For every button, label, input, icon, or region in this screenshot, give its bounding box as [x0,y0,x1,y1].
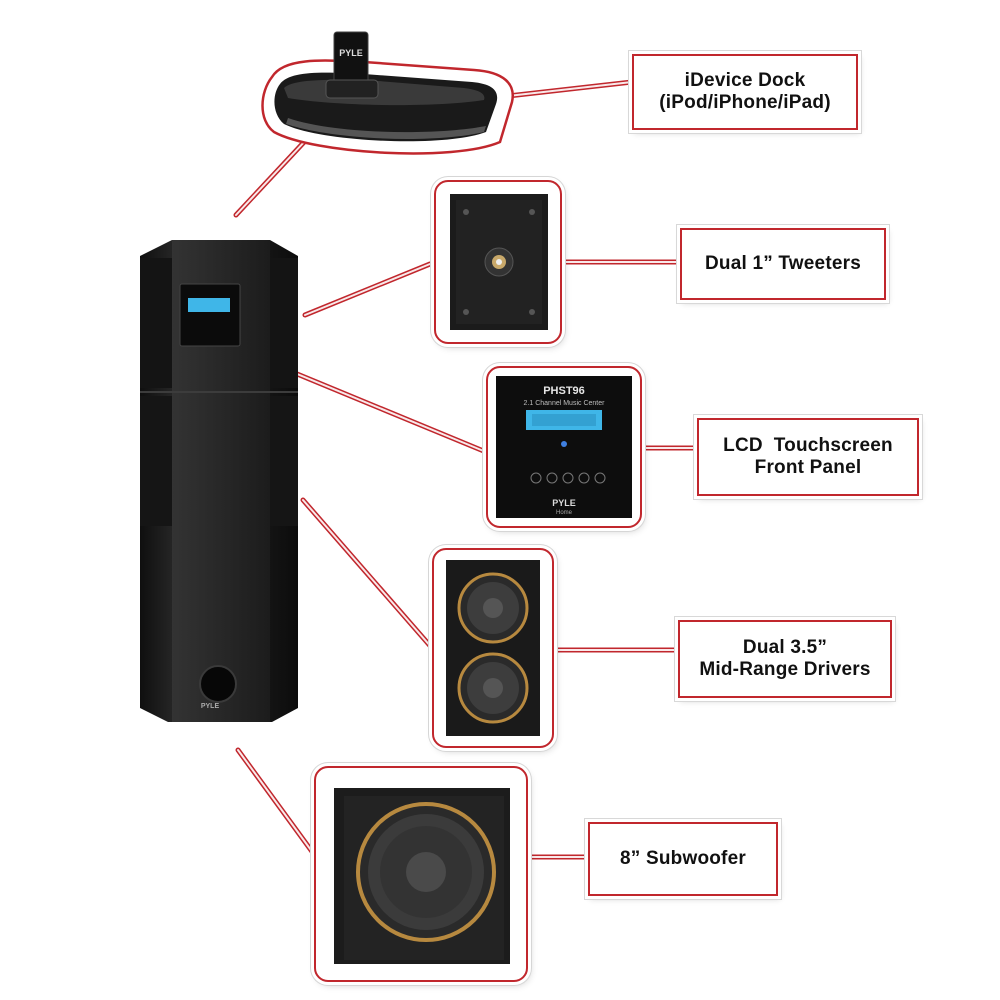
callout-dock-line2: (iPod/iPhone/iPad) [659,92,831,113]
lcd-panel-image: PHST96 2.1 Channel Music Center PYLE Hom… [486,366,642,528]
callout-subwoofer: 8” Subwoofer [588,822,778,896]
lcd-brand-sub: Home [556,510,573,516]
dock-brand-logo: PYLE [339,48,363,58]
midrange-drivers-image [432,548,554,748]
tower-brand-logo: PYLE [201,703,220,710]
lcd-model-text: PHST96 [543,385,585,397]
callout-lcd-line2: Front Panel [754,457,862,478]
callout-midrange-line1: Dual 3.5” [742,637,828,658]
tower-speaker-image: PYLE [140,240,298,722]
callout-tweeters-line1: Dual 1” Tweeters [705,253,861,274]
callout-dock-line1: iDevice Dock [684,70,806,91]
callout-dock: iDevice Dock (iPod/iPhone/iPad) [632,54,858,130]
idevice-dock-image: PYLE [261,31,514,155]
callout-lcd: LCD Touchscreen Front Panel [697,418,919,496]
callout-subwoofer-line1: 8” Subwoofer [620,848,746,869]
callout-midrange: Dual 3.5” Mid-Range Drivers [678,620,892,698]
lcd-brand-logo: PYLE [552,498,576,508]
lcd-subtitle-text: 2.1 Channel Music Center [524,400,606,407]
callout-tweeters: Dual 1” Tweeters [680,228,886,300]
callout-midrange-line2: Mid-Range Drivers [699,659,871,680]
callout-lcd-line1: LCD Touchscreen [723,435,893,456]
tweeter-image [434,180,562,344]
subwoofer-image [314,766,528,982]
